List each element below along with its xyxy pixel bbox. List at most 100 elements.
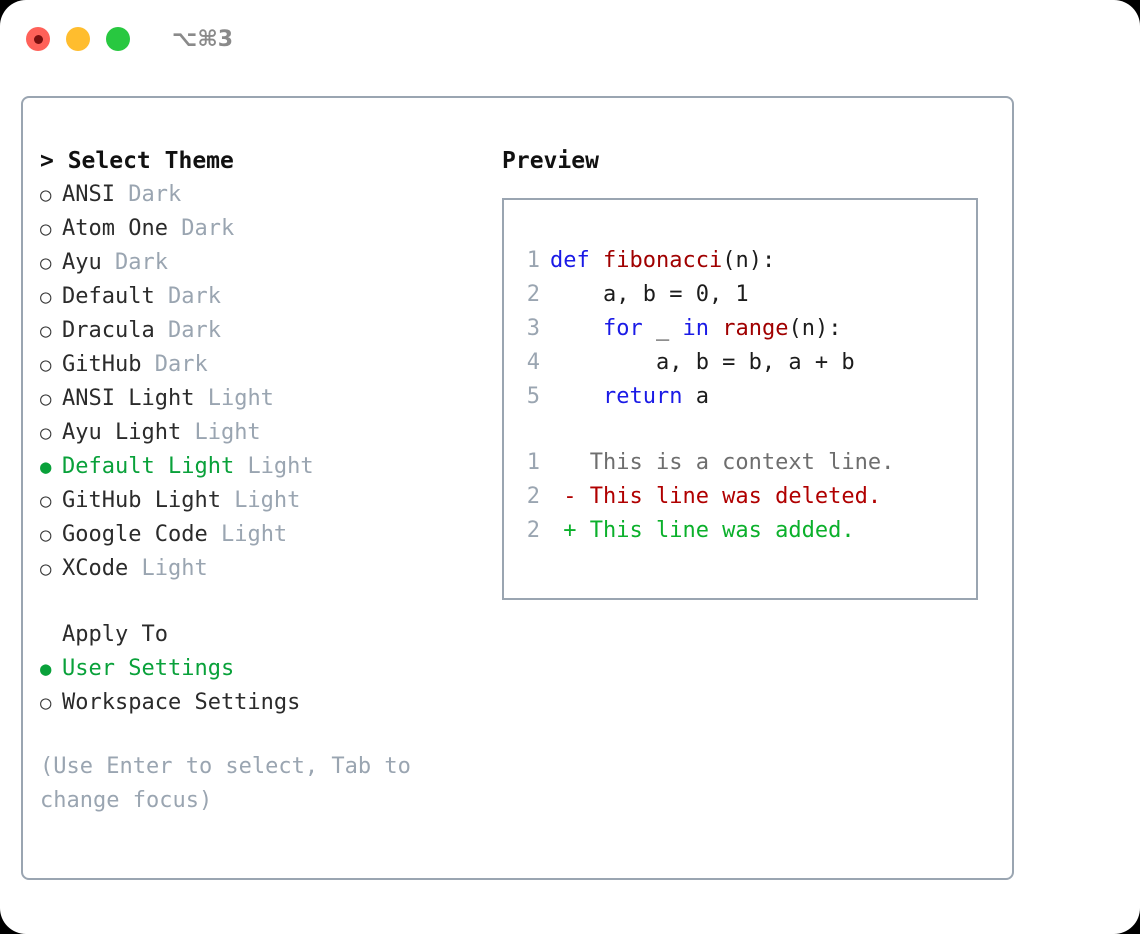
theme-option-atom-one[interactable]: ○Atom One Dark	[40, 212, 490, 246]
radio-unselected-icon: ○	[40, 388, 52, 410]
code-token	[709, 316, 722, 341]
code-token: (n):	[722, 248, 776, 273]
line-number: 1	[526, 248, 540, 273]
title-bar: ⌥⌘3	[0, 0, 1140, 78]
preview-heading: Preview	[502, 148, 599, 174]
line-content: def fibonacci(n):	[550, 244, 775, 278]
theme-name: ANSI	[62, 182, 129, 207]
line-content: a, b = b, a + b	[550, 346, 855, 380]
theme-name: GitHub Light	[62, 488, 235, 513]
theme-option-ayu[interactable]: ○ Ayu Dark	[40, 246, 490, 280]
theme-option-dracula[interactable]: ○Dracula Dark	[40, 314, 490, 348]
line-content: - This line was deleted.	[550, 480, 881, 514]
theme-list[interactable]: ○ANSI Dark○Atom One Dark○Ayu Dark○Defaul…	[40, 178, 490, 586]
keyboard-shortcut-label: ⌥⌘3	[172, 26, 234, 52]
line-number: 1	[526, 450, 540, 475]
theme-option-ansi-light[interactable]: ○ANSI Light Light	[40, 382, 490, 416]
diff-line: 2 + This line was added.	[504, 514, 976, 548]
theme-category-tag: Dark	[167, 318, 221, 343]
apply-to-heading: Apply To	[62, 622, 168, 647]
window-controls	[26, 27, 130, 51]
theme-category-tag: Light	[234, 488, 301, 513]
theme-category-tag: Light	[207, 386, 274, 411]
theme-name: Ayu	[62, 250, 115, 275]
diff-line: 1 This is a context line.	[504, 446, 976, 480]
theme-name: GitHub	[62, 352, 155, 377]
theme-name: Default	[62, 284, 168, 309]
radio-unselected-icon: ○	[40, 320, 52, 342]
apply-to-label: User Settings	[62, 656, 235, 681]
theme-category-tag: Light	[141, 556, 208, 581]
theme-selector-column: > Select Theme ○ANSI Dark○Atom One Dark○…	[40, 144, 490, 818]
section-spacer	[40, 586, 490, 618]
theme-name: Ayu Light	[62, 420, 195, 445]
theme-option-google-code[interactable]: ○ Google Code Light	[40, 518, 490, 552]
code-token: fibonacci	[602, 248, 723, 273]
theme-option-ansi[interactable]: ○ANSI Dark	[40, 178, 490, 212]
apply-to-list[interactable]: ● User Settings ○ Workspace Settings	[40, 652, 490, 720]
code-token: This is a context line.	[550, 450, 895, 475]
code-token: a, b = b, a + b	[550, 350, 855, 375]
radio-unselected-icon: ○	[40, 354, 52, 376]
radio-unselected-icon: ○	[40, 422, 52, 444]
code-token: def	[550, 248, 603, 273]
line-content: + This line was added.	[550, 514, 855, 548]
diff-line: 2 - This line was deleted.	[504, 480, 976, 514]
radio-selected-icon: ●	[40, 658, 52, 680]
theme-category-tag: Dark	[128, 182, 182, 207]
theme-category-tag: Light	[247, 454, 314, 479]
radio-unselected-icon: ○	[40, 252, 52, 274]
code-token: a	[682, 384, 709, 409]
line-content: This is a context line.	[550, 446, 895, 480]
line-content: return a	[550, 380, 709, 414]
code-line: 5 return a	[504, 380, 976, 414]
radio-unselected-icon: ○	[40, 558, 52, 580]
theme-option-xcode[interactable]: ○XCode Light	[40, 552, 490, 586]
code-token: (n):	[788, 316, 842, 341]
code-line: 1 def fibonacci(n):	[504, 244, 976, 278]
maximize-button[interactable]	[106, 27, 130, 51]
code-token: for	[602, 316, 643, 341]
line-number: 3	[526, 316, 540, 341]
code-token: in	[682, 316, 709, 341]
apply-to-option-workspace-settings[interactable]: ○ Workspace Settings	[40, 686, 490, 720]
theme-option-github-light[interactable]: ○GitHub Light Light	[40, 484, 490, 518]
theme-category-tag: Light	[220, 522, 288, 547]
theme-category-tag: Dark	[167, 284, 221, 309]
code-token	[550, 316, 603, 341]
line-number: 2	[526, 282, 540, 307]
line-content: for _ in range(n):	[550, 312, 841, 346]
line-number: 2	[526, 484, 540, 509]
theme-category-tag: Dark	[114, 250, 168, 275]
theme-option-default[interactable]: ○Default Dark	[40, 280, 490, 314]
theme-category-tag: Dark	[154, 352, 208, 377]
content-frame: > Select Theme ○ANSI Dark○Atom One Dark○…	[21, 96, 1014, 880]
theme-option-ayu-light[interactable]: ○ Ayu Light Light	[40, 416, 490, 450]
code-token	[550, 384, 603, 409]
apply-to-label: Workspace Settings	[62, 690, 301, 715]
theme-category-tag: Dark	[181, 216, 235, 241]
select-theme-heading: > Select Theme	[40, 148, 234, 174]
theme-name: Google Code	[62, 522, 221, 547]
radio-unselected-icon: ○	[40, 692, 52, 714]
theme-option-default-light[interactable]: ●Default Light Light	[40, 450, 490, 484]
radio-unselected-icon: ○	[40, 524, 52, 546]
line-number: 2	[526, 518, 540, 543]
apply-to-option-user-settings[interactable]: ● User Settings	[40, 652, 490, 686]
theme-category-tag: Light	[194, 420, 261, 445]
close-button[interactable]	[26, 27, 50, 51]
code-token: _	[642, 316, 683, 341]
code-line: 4 a, b = b, a + b	[504, 346, 976, 380]
theme-name: Atom One	[62, 216, 182, 241]
code-line: 3 for _ in range(n):	[504, 312, 976, 346]
line-content: a, b = 0, 1	[550, 278, 749, 312]
code-token: + This line was added.	[550, 518, 855, 543]
code-diff-spacer	[504, 414, 976, 446]
theme-name: Default Light	[62, 454, 248, 479]
minimize-button[interactable]	[66, 27, 90, 51]
theme-option-github[interactable]: ○ GitHub Dark	[40, 348, 490, 382]
